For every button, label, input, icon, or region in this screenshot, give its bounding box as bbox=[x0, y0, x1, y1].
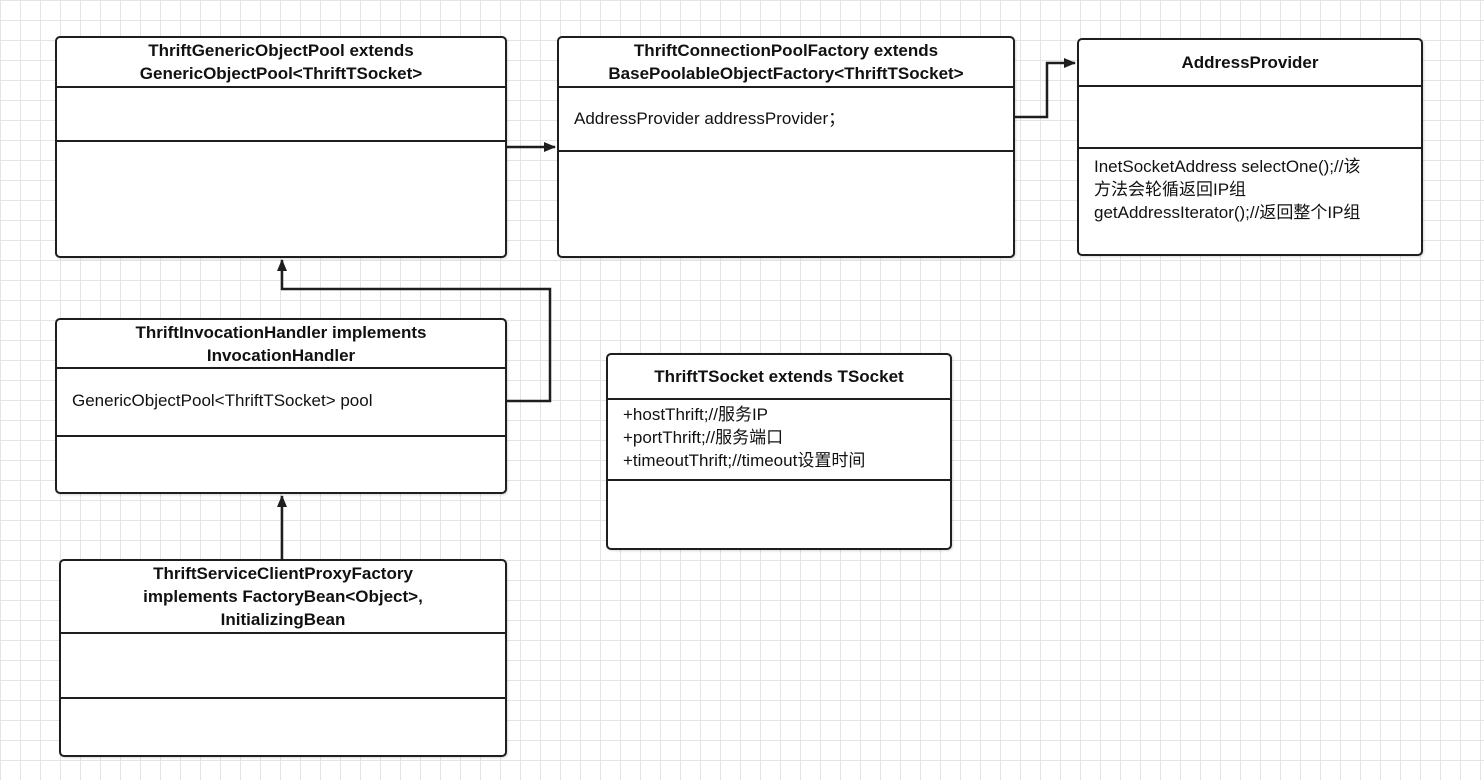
methods-compartment bbox=[61, 699, 505, 754]
class-thrift-connection-pool-factory[interactable]: ThriftConnectionPoolFactory extends Base… bbox=[557, 36, 1015, 258]
class-thrift-service-client-proxy-factory[interactable]: ThriftServiceClientProxyFactory implemen… bbox=[59, 559, 507, 757]
class-title: AddressProvider bbox=[1079, 40, 1421, 87]
class-thrift-generic-object-pool[interactable]: ThriftGenericObjectPool extends GenericO… bbox=[55, 36, 507, 258]
attributes-compartment bbox=[61, 634, 505, 699]
methods-compartment bbox=[608, 481, 950, 548]
class-thrift-invocation-handler[interactable]: ThriftInvocationHandler implements Invoc… bbox=[55, 318, 507, 494]
methods-compartment bbox=[57, 437, 505, 492]
class-address-provider[interactable]: AddressProvider InetSocketAddress select… bbox=[1077, 38, 1423, 256]
attributes-compartment: +hostThrift;//服务IP +portThrift;//服务端口 +t… bbox=[608, 400, 950, 481]
connector-factory-to-address-provider bbox=[1015, 58, 1076, 119]
attribute-line: +portThrift;//服务端口 bbox=[623, 428, 784, 447]
attribute-line: AddressProvider addressProvider； bbox=[574, 109, 846, 128]
class-title: ThriftServiceClientProxyFactory implemen… bbox=[61, 561, 505, 634]
attributes-compartment: GenericObjectPool<ThriftTSocket> pool bbox=[57, 369, 505, 437]
attribute-line: +hostThrift;//服务IP bbox=[623, 405, 769, 424]
method-line: InetSocketAddress selectOne();//该 bbox=[1094, 157, 1361, 176]
methods-compartment: InetSocketAddress selectOne();//该 方法会轮循返… bbox=[1079, 149, 1421, 254]
class-title: ThriftTSocket extends TSocket bbox=[608, 355, 950, 400]
class-title: ThriftConnectionPoolFactory extends Base… bbox=[559, 38, 1013, 88]
methods-compartment bbox=[559, 152, 1013, 256]
method-line: 方法会轮循返回IP组 bbox=[1094, 180, 1247, 199]
methods-compartment bbox=[57, 142, 505, 256]
attributes-compartment bbox=[57, 88, 505, 142]
attributes-compartment: AddressProvider addressProvider； bbox=[559, 88, 1013, 152]
class-title: ThriftInvocationHandler implements Invoc… bbox=[57, 320, 505, 369]
attribute-line: GenericObjectPool<ThriftTSocket> pool bbox=[72, 391, 373, 410]
attribute-line: +timeoutThrift;//timeout设置时间 bbox=[623, 451, 866, 470]
attributes-compartment bbox=[1079, 87, 1421, 149]
class-title: ThriftGenericObjectPool extends GenericO… bbox=[57, 38, 505, 88]
class-thrift-tsocket[interactable]: ThriftTSocket extends TSocket +hostThrif… bbox=[606, 353, 952, 550]
method-line: getAddressIterator();//返回整个IP组 bbox=[1094, 203, 1361, 222]
